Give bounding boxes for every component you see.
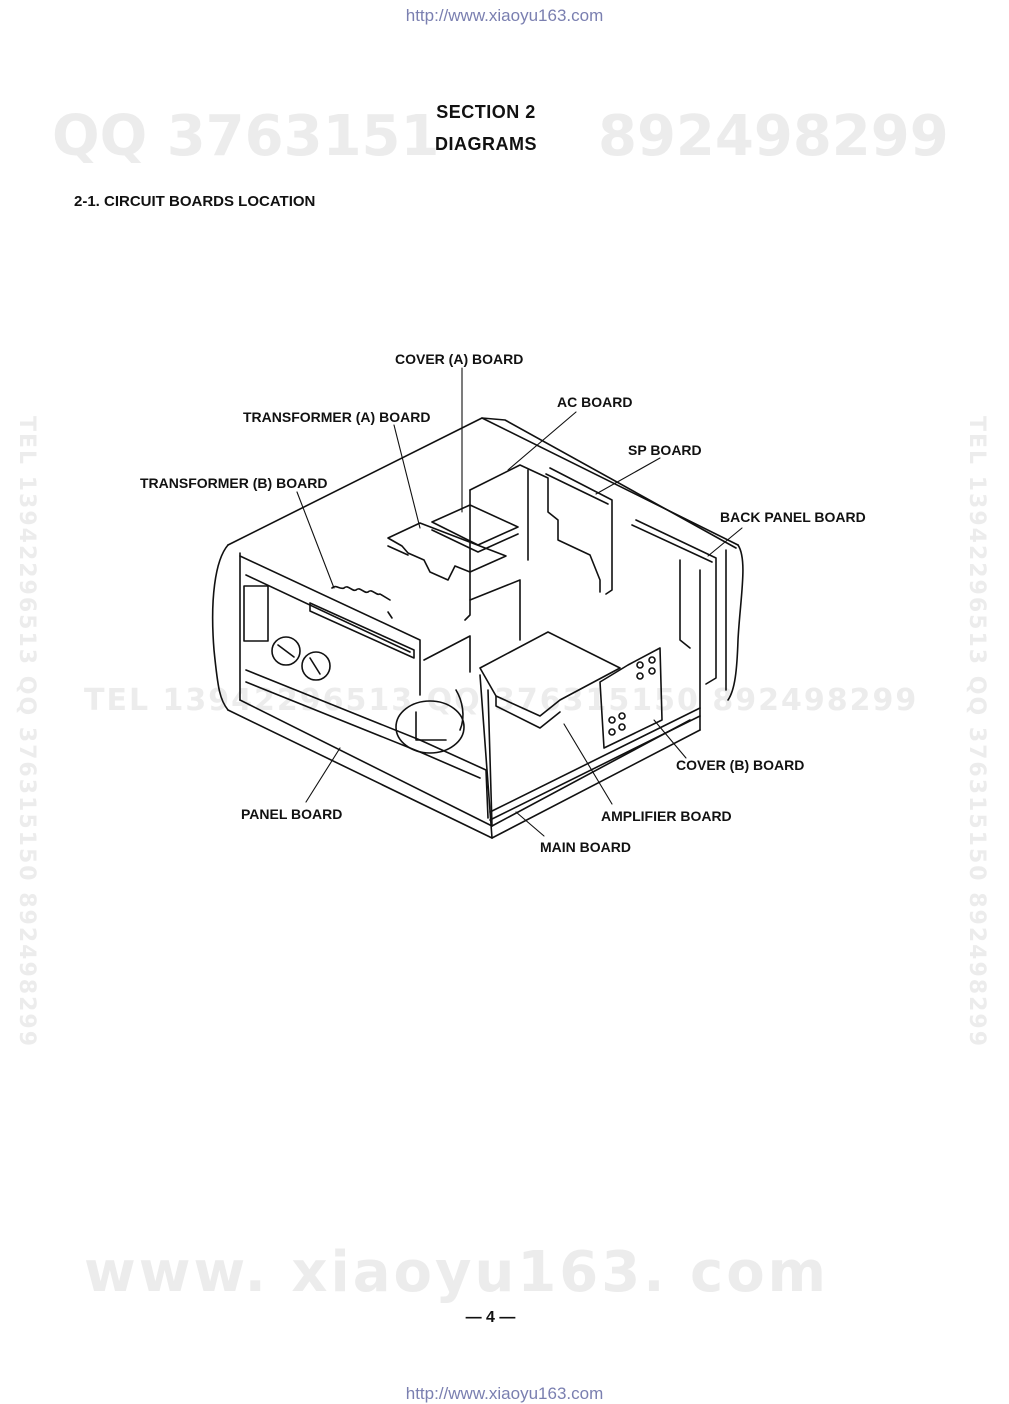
header-url[interactable]: http://www.xiaoyu163.com (405, 6, 604, 25)
leader-cover-b (653, 719, 687, 759)
leader-sp (595, 457, 661, 495)
label-transformer-a-board: TRANSFORMER (A) BOARD (243, 409, 431, 425)
label-ac-board: AC BOARD (557, 394, 633, 410)
leader-lines (296, 367, 743, 837)
label-amplifier-board: AMPLIFIER BOARD (601, 808, 732, 824)
leader-ac (507, 411, 577, 471)
ac-board-shape (464, 464, 601, 641)
knob-shapes (271, 636, 331, 681)
label-transformer-b-board: TRANSFORMER (B) BOARD (140, 475, 328, 491)
label-panel-board: PANEL BOARD (241, 806, 343, 822)
cover-a-board-shape (431, 504, 519, 553)
round-opening-shape (395, 635, 471, 754)
leader-transformer-b (296, 491, 335, 589)
section-title: SECTION 2 (436, 102, 536, 122)
watermark-site: www. xiaoyu163. com (84, 1240, 830, 1305)
watermark-qq-left: QQ 3763151 (52, 104, 440, 169)
leader-transformer-a (393, 424, 421, 529)
transformer-a-board-shape (387, 522, 507, 581)
label-sp-board: SP BOARD (628, 442, 702, 458)
label-cover-b-board: COVER (B) BOARD (676, 757, 805, 773)
cover-b-board-shape (599, 647, 663, 749)
page-number: — 4 — (465, 1309, 516, 1326)
subsection-heading: 2-1. CIRCUIT BOARDS LOCATION (74, 193, 316, 210)
leader-back-panel (707, 527, 743, 557)
watermark-tel-vertical-left: TEL 13942296513 QQ 376315150 892498299 (14, 416, 39, 1049)
leader-main (515, 811, 545, 837)
panel-board-shape (245, 669, 489, 819)
leader-panel (305, 747, 341, 803)
cabinet-outline (211, 417, 744, 839)
sp-board-shape (545, 467, 613, 595)
amplifier-board-shape (479, 631, 621, 729)
label-main-board: MAIN BOARD (540, 839, 631, 855)
back-panel-board-shape (631, 519, 717, 685)
section-subtitle: DIAGRAMS (435, 134, 537, 154)
leader-amplifier (563, 723, 613, 805)
watermark-tel-vertical-right: TEL 13942296513 QQ 376315150 892498299 (964, 416, 989, 1049)
watermark-qq-right: 892498299 (598, 104, 949, 169)
footer-url[interactable]: http://www.xiaoyu163.com (405, 1384, 604, 1403)
label-back-panel-board: BACK PANEL BOARD (720, 509, 866, 525)
main-board-shape (489, 707, 701, 821)
transformer-b-board-shape (309, 585, 415, 659)
label-cover-a-board: COVER (A) BOARD (395, 351, 524, 367)
